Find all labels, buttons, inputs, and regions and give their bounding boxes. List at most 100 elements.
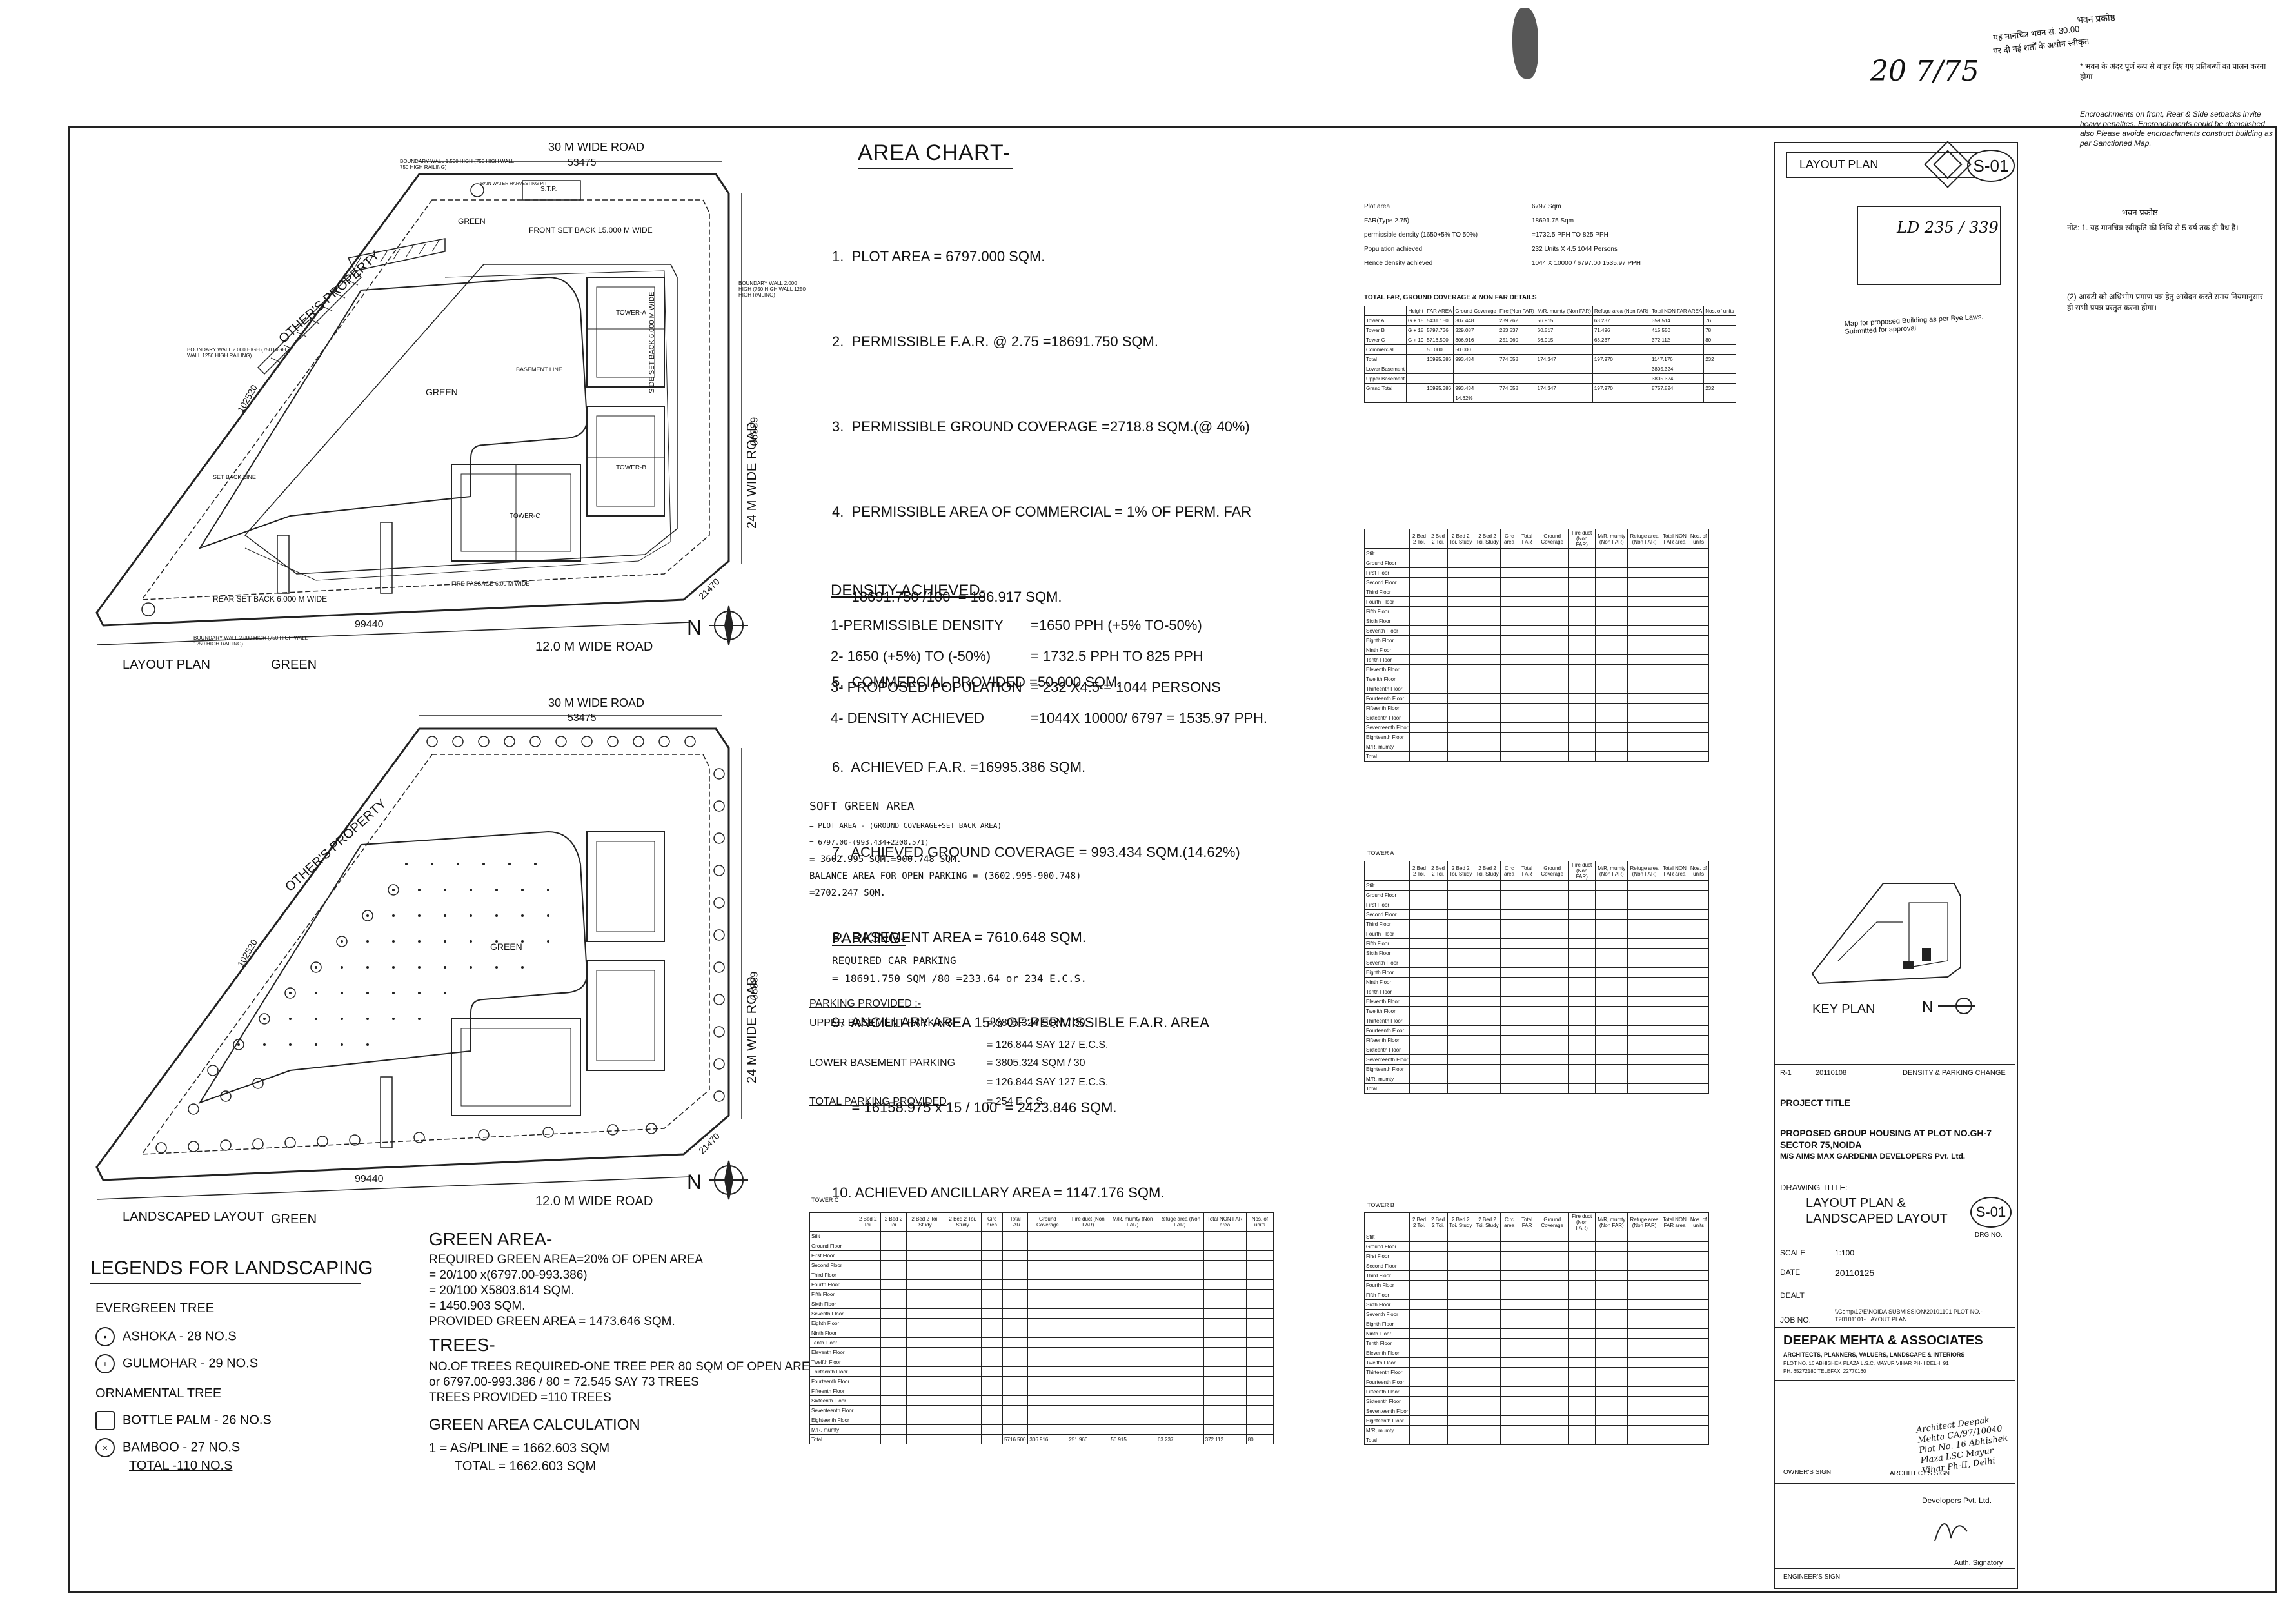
tower-header-cell	[809, 1212, 856, 1232]
tower-floor-name: Fourteenth Floor	[809, 1376, 856, 1386]
tower-cell	[906, 1231, 944, 1241]
tower-cell	[1447, 1406, 1474, 1416]
tower-cell	[1536, 1425, 1569, 1435]
tower-cell	[1002, 1231, 1029, 1241]
tower-cell	[1500, 1386, 1518, 1397]
tower-cell	[1536, 1406, 1569, 1416]
trees-heading: TREES-	[429, 1335, 495, 1355]
green-calc-lines: 1 = AS/PLINE = 1662.603 SQM TOTAL = 1662…	[429, 1439, 609, 1475]
tower-cell	[1688, 558, 1709, 568]
tower-cell	[880, 1250, 907, 1261]
tower-cell	[1473, 577, 1501, 587]
tower-cell	[1409, 1232, 1429, 1242]
tb-divider-9	[1774, 1380, 2015, 1381]
far-cell	[1425, 373, 1454, 384]
green-area-line-3: = 20/100 X5803.614 SQM.	[429, 1284, 575, 1297]
tower-cell	[1568, 596, 1596, 607]
tower-cell	[855, 1337, 882, 1348]
tower-cell	[1517, 558, 1537, 568]
tower-cell	[1473, 742, 1501, 752]
tower-floor-row: Eleventh Floor	[1363, 664, 1709, 674]
legend-ashoka-label: ASHOKA - 28 NO.S	[123, 1329, 237, 1344]
plan2-dim-bottom: 99440	[355, 1174, 384, 1185]
tower-cell	[880, 1231, 907, 1241]
tower-cell	[1500, 1435, 1518, 1445]
tower-cell	[1595, 1280, 1628, 1290]
tower-floor-name: Total	[1363, 1435, 1410, 1445]
tower-cell	[1595, 722, 1628, 733]
auth-sign: Auth. Signatory	[1954, 1559, 2003, 1567]
tower-cell	[1428, 713, 1448, 723]
tower-cell	[1595, 1261, 1628, 1271]
tower-floor-row: Sixteenth Floor	[1363, 1396, 1709, 1406]
tower-floor-row: Fifteenth Floor	[1363, 1386, 1709, 1397]
tower-cell	[1245, 1337, 1274, 1348]
tower-cell	[1595, 1319, 1628, 1329]
tower-cell	[880, 1318, 907, 1328]
tower-cell	[1688, 1415, 1709, 1426]
tower-cell	[1568, 645, 1596, 655]
far-cell: 232	[1703, 383, 1736, 393]
tower-cell	[1203, 1318, 1247, 1328]
far-h3: Ground Coverage	[1453, 306, 1498, 316]
far-cell: G + 18	[1406, 325, 1426, 335]
tower-cell	[1536, 674, 1569, 684]
soft-green-line-4: BALANCE AREA FOR OPEN PARKING = (3602.99…	[809, 871, 1082, 881]
plan1-set-back-line: SET BACK LINE	[213, 474, 256, 480]
legends-total: TOTAL -110 NO.S	[129, 1459, 233, 1473]
far-cell: 993.434	[1453, 354, 1498, 364]
tower-cell	[1245, 1231, 1274, 1241]
tower-cell	[1447, 684, 1474, 694]
tower-header-cell: 2 Bed 2 Toi.	[1409, 529, 1429, 549]
tower-cell	[1568, 606, 1596, 616]
far-cell: 197.970	[1592, 383, 1650, 393]
tower-cell	[1447, 1045, 1474, 1055]
tower-cell	[943, 1424, 982, 1435]
trees-line-3: TREES PROVIDED =110 TREES	[429, 1391, 611, 1404]
tower-floor-name: Eighth Floor	[1363, 635, 1410, 645]
tower-floor-row: Ground Floor	[1363, 558, 1709, 568]
tower-floor-row: Stilt	[1363, 1232, 1709, 1242]
tower-floor-row: Ninth Floor	[809, 1328, 1274, 1338]
tower-cell	[1027, 1289, 1068, 1299]
tower-cell	[1536, 616, 1569, 626]
tower-cell	[1447, 703, 1474, 713]
tower-floor-row: Eighteenth Floor	[809, 1415, 1274, 1425]
tower-cell	[1245, 1299, 1274, 1309]
tower-cell	[1067, 1279, 1110, 1290]
tower-cell	[1473, 548, 1501, 558]
tower-cell	[1660, 1319, 1689, 1329]
tower-cell	[1067, 1250, 1110, 1261]
tower-cell	[1536, 996, 1569, 1007]
tower-cell	[1595, 664, 1628, 674]
tower-cell	[1568, 996, 1596, 1007]
tower-cell	[1027, 1376, 1068, 1386]
tower-cell	[1067, 1366, 1110, 1377]
tower-cell	[1109, 1395, 1156, 1406]
tower-cell	[855, 1328, 882, 1338]
parking-upper-result: = 126.844 SAY 127 E.C.S.	[987, 1039, 1109, 1050]
tower-cell	[1002, 1260, 1029, 1270]
tower-cell	[1109, 1270, 1156, 1280]
tower-cell	[1660, 1328, 1689, 1339]
soft-green-line-1: = PLOT AREA - (GROUND COVERAGE+SET BACK …	[809, 822, 1002, 830]
tower-cell	[1627, 635, 1661, 645]
tower-cell	[1473, 1406, 1501, 1416]
tower-cell	[1688, 1290, 1709, 1300]
tower-floor-row: Eighteenth Floor	[1363, 1415, 1709, 1426]
tower-cell	[1595, 1006, 1628, 1016]
tower-header-cell: 2 Bed 2 Toi. Study	[1473, 861, 1501, 881]
tower-cell	[1627, 742, 1661, 752]
tower-cell	[1027, 1260, 1068, 1270]
tower-cell	[1409, 1270, 1429, 1281]
tower-cell	[1660, 1064, 1689, 1074]
tower-cell	[1595, 1367, 1628, 1377]
tower-cell	[1517, 1251, 1537, 1261]
tower-cell	[1517, 1064, 1537, 1074]
tower-cell	[1568, 1348, 1596, 1358]
parking-lower-result: = 126.844 SAY 127 E.C.S.	[987, 1077, 1109, 1088]
far-cell: 329.087	[1453, 325, 1498, 335]
tower-cell	[1627, 732, 1661, 742]
tower-cell	[1500, 1377, 1518, 1387]
